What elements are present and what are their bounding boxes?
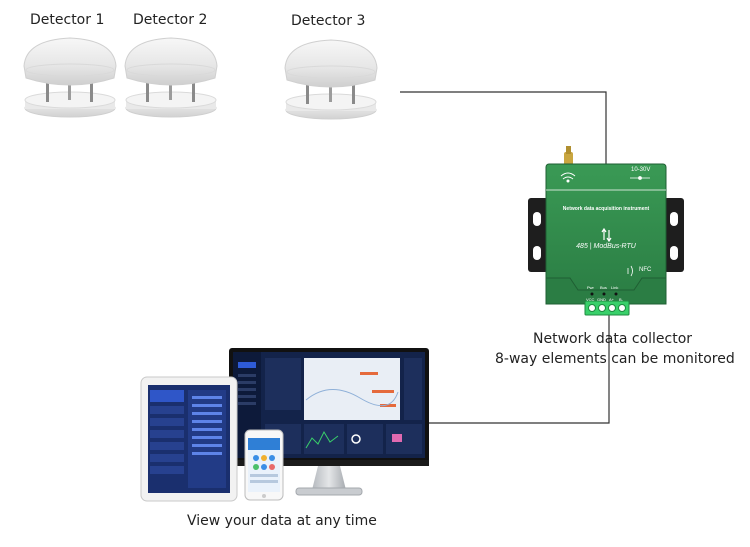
detector-to-collector-line bbox=[400, 91, 607, 168]
detector-1-label: Detector 1 bbox=[30, 12, 105, 28]
detector-1-sensor bbox=[23, 37, 117, 118]
desktop-monitor bbox=[229, 348, 429, 496]
devices-caption: View your data at any time bbox=[187, 513, 377, 529]
smartphone-device bbox=[244, 429, 284, 501]
collector-caption-line1: Network data collector bbox=[533, 331, 693, 347]
transfer-arrows-icon bbox=[601, 227, 612, 243]
collector-to-monitor-line bbox=[428, 303, 610, 424]
collector-caption-line2: 8-way elements can be monitored bbox=[495, 351, 735, 367]
nfc-label: NFC bbox=[639, 267, 652, 273]
terminal-label-vcc: VCC bbox=[586, 297, 595, 302]
detector-3-sensor bbox=[284, 39, 378, 120]
detector-3-label: Detector 3 bbox=[291, 13, 366, 29]
connection-lines bbox=[400, 91, 610, 424]
led-label-bus: Bus bbox=[600, 285, 607, 290]
led-label-link: Link bbox=[611, 285, 619, 290]
detector-2-sensor bbox=[124, 37, 218, 118]
power-rating-label: 10-30V bbox=[631, 167, 651, 173]
nfc-icon bbox=[627, 265, 633, 277]
terminal-label-gnd: GND bbox=[597, 297, 606, 302]
terminal-label-b: B- bbox=[619, 297, 623, 302]
terminal-label-a: A+ bbox=[609, 297, 615, 302]
detector-2-label: Detector 2 bbox=[133, 12, 208, 28]
collector-title: Network data acquisition instrument bbox=[562, 206, 650, 212]
wifi-icon bbox=[560, 172, 576, 183]
protocol-label: 485 | ModBus-RTU bbox=[576, 243, 636, 250]
led-label-pwr: Pwr bbox=[587, 285, 594, 290]
tablet-device bbox=[140, 376, 238, 502]
network-data-collector bbox=[528, 146, 684, 316]
power-connector-icon bbox=[630, 176, 650, 180]
